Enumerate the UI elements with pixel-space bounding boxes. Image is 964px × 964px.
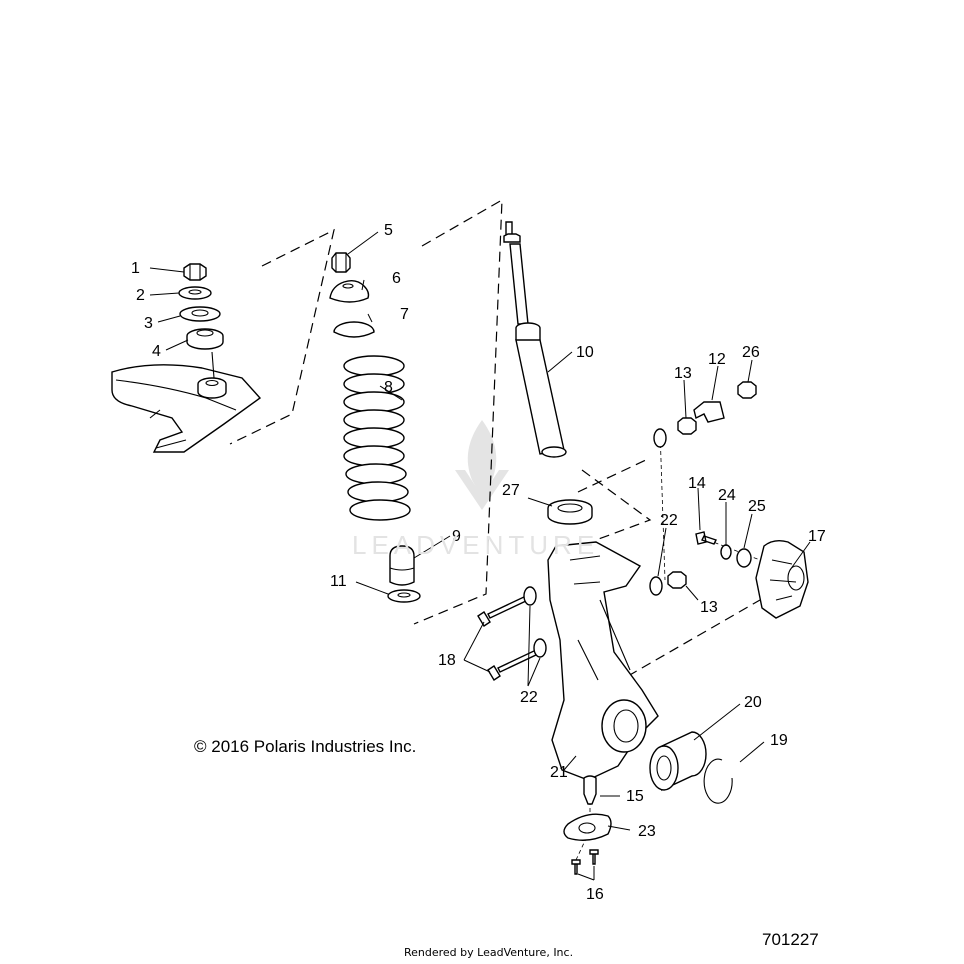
leader-10	[547, 351, 573, 373]
leader-16	[577, 866, 595, 881]
callout-1: 1	[131, 260, 140, 277]
part-19-snap-ring	[703, 758, 733, 804]
leader-5	[347, 231, 379, 255]
part-17-brake-caliper	[755, 539, 809, 619]
part-25-washer	[736, 548, 752, 568]
callout-19: 19	[770, 732, 788, 749]
leader-22b	[657, 527, 667, 577]
part-21-steering-knuckle	[547, 541, 659, 781]
part-6-spring-cap	[329, 279, 370, 303]
callout-16: 16	[586, 886, 604, 903]
leader-8	[379, 385, 403, 401]
leader-23	[607, 825, 631, 831]
callout-24: 24	[718, 487, 736, 504]
leader-12	[711, 365, 719, 401]
part-5-nut	[331, 252, 351, 273]
dash-outline-caliper	[627, 599, 761, 677]
part-10-strut	[503, 221, 567, 458]
dash-outline-spring	[413, 198, 503, 625]
leader-7	[367, 313, 373, 323]
callout-17: 17	[808, 528, 826, 545]
callout-20: 20	[744, 694, 762, 711]
leader-11	[355, 581, 389, 595]
watermark-logo	[455, 420, 509, 510]
callout-8: 8	[384, 379, 393, 396]
part-9-bump-stop	[389, 545, 415, 586]
leader-27	[527, 497, 553, 507]
callout-23: 23	[638, 823, 656, 840]
callout-11: 11	[330, 573, 347, 590]
part-7-retainer	[333, 321, 375, 338]
part-12-clip	[693, 401, 725, 423]
leader-6	[361, 279, 365, 291]
dash-outline-hub	[577, 457, 651, 493]
leader-20	[693, 703, 741, 741]
diagram-id: 701227	[762, 930, 819, 949]
part-23-gasket-plate	[563, 813, 612, 841]
callout-13a: 13	[674, 365, 692, 382]
dash-outline-mount	[229, 228, 335, 445]
callout-12: 12	[708, 351, 726, 368]
part-16-bolts	[571, 849, 599, 875]
callout-7: 7	[400, 306, 409, 323]
leader-26	[747, 359, 753, 383]
leader-19	[739, 741, 765, 763]
part-26-nut	[737, 381, 757, 399]
leader-22a	[527, 605, 541, 687]
part-24-washer	[720, 544, 732, 560]
callout-22b: 22	[660, 512, 678, 529]
upper-mount-bracket	[111, 364, 262, 453]
leader-14	[697, 487, 701, 531]
footer-credit: Rendered by LeadVenture, Inc.	[404, 946, 574, 959]
part-14-bolt	[695, 531, 717, 545]
callout-5: 5	[384, 222, 393, 239]
callout-27: 27	[502, 482, 520, 499]
callout-15: 15	[626, 788, 644, 805]
part-22-washers	[523, 428, 667, 658]
callout-21: 21	[550, 764, 568, 781]
leader-25	[743, 513, 753, 549]
axis-line-mount	[211, 351, 215, 379]
callout-3: 3	[144, 315, 153, 332]
dash-line-bolts16	[575, 829, 591, 861]
leader-9	[413, 535, 451, 559]
leader-1	[149, 267, 185, 273]
part-11-washer	[387, 589, 421, 603]
part-13-nuts	[667, 417, 697, 589]
callout-4: 4	[152, 343, 161, 360]
callout-10: 10	[576, 344, 594, 361]
leader-13b	[685, 585, 699, 601]
callout-26: 26	[742, 344, 760, 361]
copyright-text: © 2016 Polaris Industries Inc.	[194, 737, 417, 756]
leader-17	[789, 541, 811, 571]
leader-3	[157, 315, 181, 323]
dash-line-bolt24	[707, 539, 761, 561]
leader-21	[563, 755, 577, 771]
callout-2: 2	[136, 287, 145, 304]
callout-14: 14	[688, 475, 706, 492]
leader-18	[463, 621, 491, 673]
leader-4	[165, 339, 189, 351]
callout-13b: 13	[700, 599, 718, 616]
leader-13a	[683, 379, 687, 419]
part-1-nut	[183, 263, 207, 281]
part-15-ball-joint	[583, 775, 597, 805]
callout-9: 9	[452, 528, 461, 545]
part-4-bushing	[186, 328, 224, 350]
part-2-washer	[178, 286, 212, 300]
part-3-washer	[179, 306, 221, 322]
callout-22a: 22	[520, 689, 538, 706]
watermark-text: LEADVENTURE	[352, 530, 600, 560]
callout-25: 25	[748, 498, 766, 515]
callout-18: 18	[438, 652, 456, 669]
callout-6: 6	[392, 270, 401, 287]
part-8-coil-spring	[343, 355, 411, 521]
dash-outline-knuckle	[581, 469, 652, 541]
leader-2	[149, 292, 180, 296]
part-27-strut-mount	[547, 499, 593, 525]
part-20-bearing	[649, 731, 707, 792]
